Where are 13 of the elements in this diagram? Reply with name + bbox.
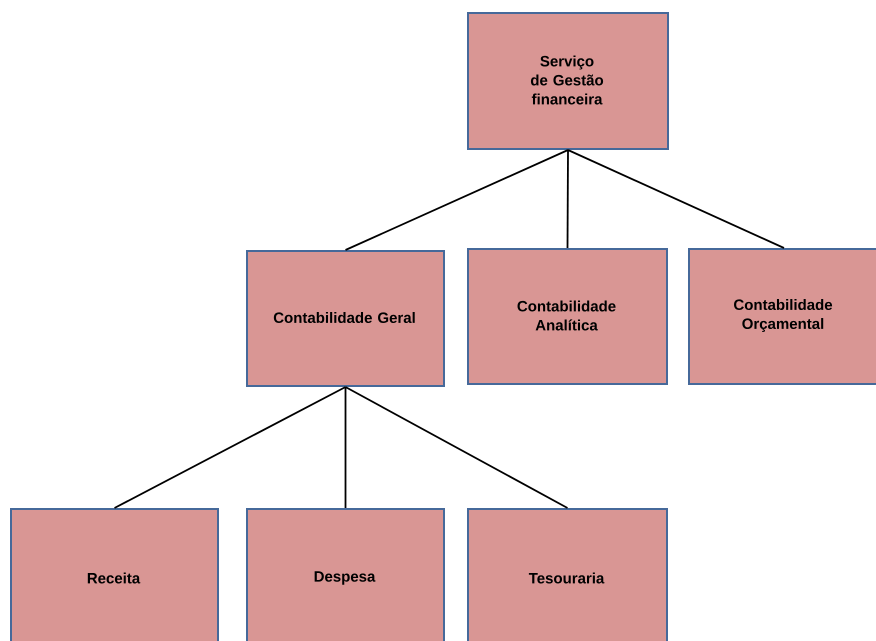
process-box: Contabilidade Orçamental — [688, 248, 876, 385]
connector-line — [345, 386, 568, 509]
process-box: Contabilidade Geral — [246, 250, 445, 387]
connector-line — [566, 150, 569, 248]
connector-line — [114, 386, 346, 509]
connector-line — [344, 387, 346, 508]
process-box: Despesa — [246, 508, 445, 641]
process-box: Tesouraria — [467, 508, 668, 641]
connector-line — [568, 149, 784, 249]
process-box: Contabilidade Analítica — [467, 248, 668, 385]
connector-line — [345, 149, 568, 251]
process-box: Receita — [10, 508, 219, 641]
process-box: Serviço de Gestão financeira — [467, 12, 669, 150]
